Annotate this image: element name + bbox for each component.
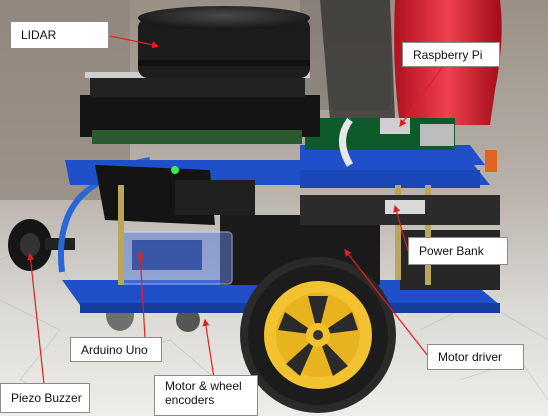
motor-wheel-encoders-label: Motor & wheel encoders <box>154 375 258 416</box>
arduino-uno-label-text: Arduino Uno <box>81 342 148 357</box>
arduino-uno-label: Arduino Uno <box>70 337 162 362</box>
motor-wheel-encoders-label-text: Motor & wheel encoders <box>165 379 242 407</box>
raspberry-pi-label: Raspberry Pi <box>402 42 500 67</box>
raspberry-pi-label-text: Raspberry Pi <box>413 47 483 62</box>
lidar-label-text: LIDAR <box>21 28 57 42</box>
power-bank-label-text: Power Bank <box>419 244 484 258</box>
motor-driver-label: Motor driver <box>427 344 524 370</box>
piezo-buzzer-label-text: Piezo Buzzer <box>11 391 82 405</box>
power-bank-label: Power Bank <box>408 237 508 265</box>
piezo-buzzer-label: Piezo Buzzer <box>0 383 90 413</box>
motor-driver-label-text: Motor driver <box>438 350 503 364</box>
lidar-label: LIDAR <box>10 21 109 49</box>
